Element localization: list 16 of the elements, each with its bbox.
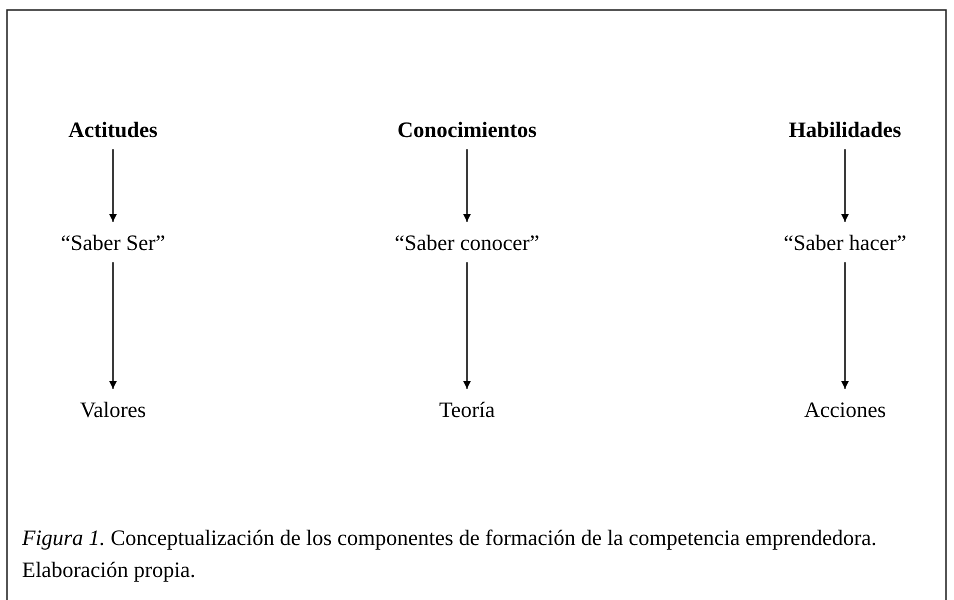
node-label: Actitudes xyxy=(68,116,158,144)
node-label: “Saber Ser” xyxy=(60,230,166,256)
arrow xyxy=(841,149,849,222)
arrow xyxy=(109,149,117,222)
node-label: Habilidades xyxy=(788,116,902,144)
node-label: Acciones xyxy=(804,396,886,424)
node-label: Conocimientos xyxy=(397,116,537,144)
node-label: “Saber hacer” xyxy=(784,230,906,256)
node-label: Valores xyxy=(80,396,146,424)
node-label: “Saber conocer” xyxy=(394,230,540,256)
node-label: Teoría xyxy=(439,396,495,424)
arrow xyxy=(109,262,117,389)
figure-caption: Figura 1. Conceptualización de los componentes de formación de la competencia emprendedora. Elaboración propia. xyxy=(22,524,878,584)
arrow xyxy=(463,149,471,222)
arrow xyxy=(841,262,849,389)
arrow xyxy=(463,262,471,389)
